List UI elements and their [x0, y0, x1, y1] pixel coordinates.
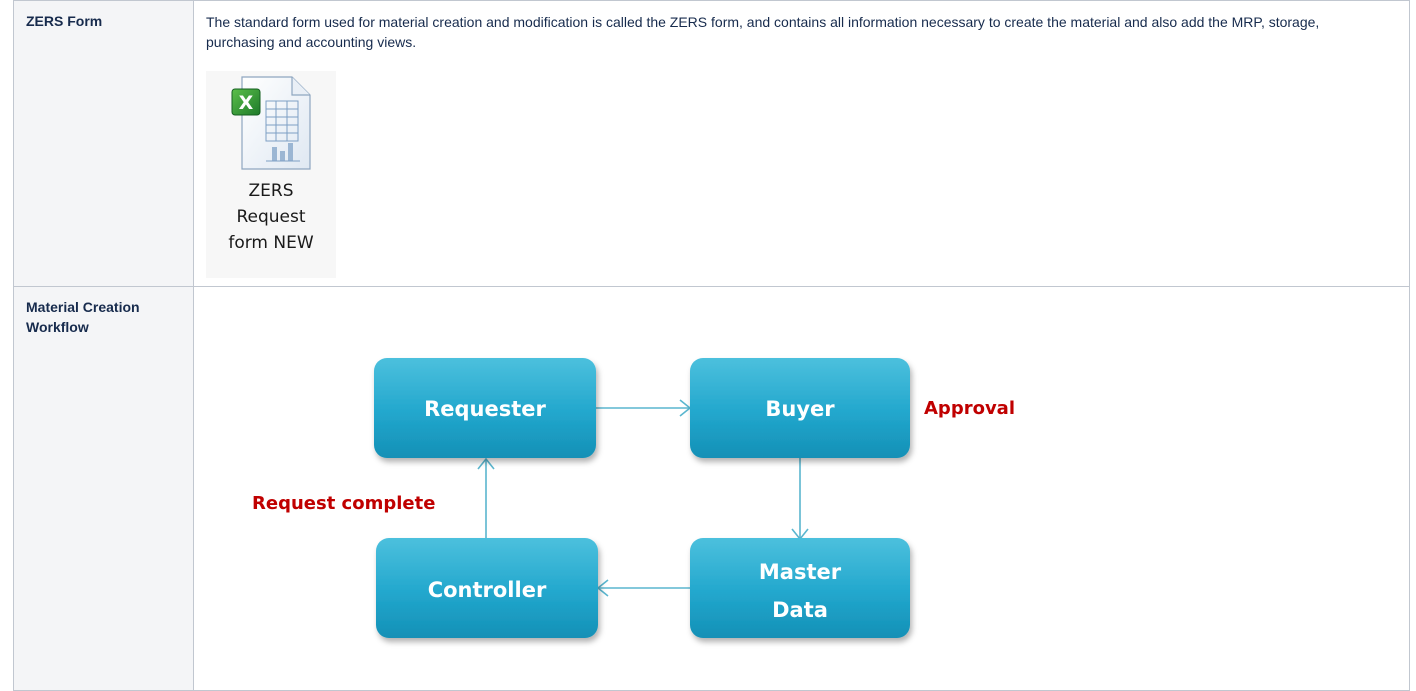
table-row-zers-form: ZERS Form The standard form used for mat…: [13, 0, 1410, 287]
workflow-diagram: Requester Buyer Master Data Controller A…: [252, 358, 1015, 638]
zers-form-attachment[interactable]: X ZERS Request form NEW: [206, 71, 336, 278]
row-heading: ZERS Form: [26, 13, 103, 29]
node-master-data-label-line2: Data: [772, 598, 828, 622]
request-complete-annotation: Request complete: [252, 493, 435, 514]
row-heading: Material Creation Workflow: [26, 299, 140, 335]
attachment-label: ZERS Request form NEW: [206, 178, 336, 256]
svg-text:X: X: [239, 92, 254, 114]
table-row-material-creation-workflow: Material Creation Workflow: [13, 286, 1410, 691]
excel-file-icon: X: [231, 76, 311, 170]
node-master-data: Master Data: [690, 538, 910, 638]
node-requester-label: Requester: [424, 397, 546, 421]
node-controller-label: Controller: [428, 578, 547, 602]
node-controller: Controller: [376, 538, 598, 638]
row-description: The standard form used for material crea…: [206, 14, 1320, 50]
row-header: Material Creation Workflow: [13, 286, 194, 691]
row-content: The standard form used for material crea…: [193, 0, 1410, 287]
content-table: ZERS Form The standard form used for mat…: [13, 0, 1410, 691]
attachment-label-line: form NEW: [228, 233, 314, 253]
node-buyer-label: Buyer: [765, 397, 835, 421]
attachment-label-line: Request: [236, 207, 306, 227]
approval-annotation: Approval: [924, 398, 1015, 419]
node-buyer: Buyer: [690, 358, 910, 458]
node-master-data-label-line1: Master: [759, 560, 842, 584]
node-requester: Requester: [374, 358, 596, 458]
row-content: Requester Buyer Master Data Controller A…: [193, 286, 1410, 691]
attachment-label-line: ZERS: [248, 181, 294, 201]
row-header: ZERS Form: [13, 0, 194, 287]
